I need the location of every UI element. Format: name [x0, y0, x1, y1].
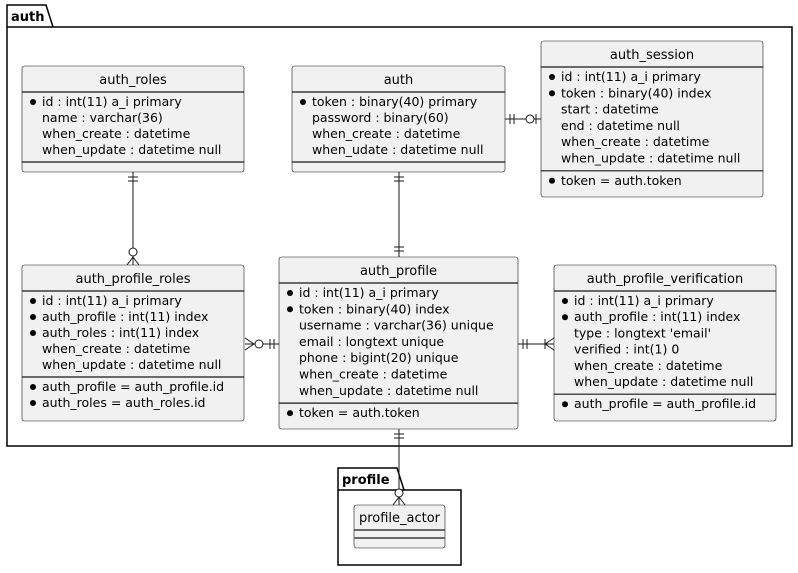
- entity-attribute: id : int(11) a_i primary: [574, 293, 714, 308]
- entity-attribute-key-bullet: [30, 298, 36, 304]
- entity-attribute: when_create : datetime: [312, 126, 461, 141]
- entity-box: [278, 256, 519, 430]
- entity-attribute-key-bullet: [30, 330, 36, 336]
- entity-attribute: id : int(11) a_i primary: [42, 293, 182, 308]
- entity-title-auth: auth: [384, 73, 414, 88]
- entity-attribute: when_create : datetime: [574, 358, 723, 373]
- entity-box: [353, 504, 446, 549]
- entity-box: [540, 40, 764, 198]
- entity-title-auth-profile: auth_profile: [360, 264, 437, 279]
- entity-attribute: when_update : datetime null: [561, 151, 740, 166]
- entity-constraint-key-bullet: [562, 401, 568, 408]
- entity-attribute-key-bullet: [300, 99, 306, 105]
- entity-attribute-key-bullet: [30, 99, 36, 105]
- entity-attribute: id : int(11) a_i primary: [561, 69, 701, 84]
- entity-attribute-key-bullet: [287, 290, 293, 296]
- entity-title-auth-roles: auth_roles: [99, 73, 167, 88]
- entity-attribute: auth_profile : int(11) index: [42, 309, 208, 324]
- entity-constraint: auth_profile = auth_profile.id: [574, 396, 756, 411]
- entity-profile-actor: profile_actor: [353, 504, 446, 549]
- entity-box: [21, 264, 245, 422]
- entity-attribute-key-bullet: [549, 90, 555, 97]
- entity-title-auth-profile-verification: auth_profile_verification: [587, 272, 743, 287]
- edge-auth-roles-to-auth-profile-roles: [126, 172, 140, 266]
- edge-auth-to-auth-session: [505, 114, 541, 124]
- entity-attribute: end : datetime null: [561, 118, 680, 133]
- entity-attribute: token : binary(40) index: [561, 85, 711, 100]
- entity-attribute-key-bullet: [562, 298, 568, 304]
- entity-attribute: phone : bigint(20) unique: [299, 350, 459, 365]
- entity-attribute: id : int(11) a_i primary: [299, 285, 439, 300]
- entity-attribute-key-bullet: [549, 74, 555, 80]
- entity-constraint: token = auth.token: [561, 173, 682, 188]
- entity-constraint: auth_roles = auth_roles.id: [42, 395, 206, 410]
- entity-attribute: when_update : datetime null: [574, 374, 753, 389]
- entity-attribute: auth_profile : int(11) index: [574, 309, 740, 324]
- entity-title-auth-profile-roles: auth_profile_roles: [75, 272, 190, 287]
- entity-constraint: auth_profile = auth_profile.id: [42, 379, 224, 394]
- edge-auth-profile-to-profile-actor: [392, 429, 406, 506]
- entity-constraint-key-bullet: [30, 384, 36, 390]
- relationship-edges: [126, 114, 555, 506]
- entity-constraint-key-bullet: [30, 400, 36, 406]
- entity-constraint: token = auth.token: [299, 405, 420, 420]
- entity-attribute: name : varchar(36): [42, 110, 163, 125]
- entity-attribute: email : longtext unique: [299, 334, 444, 349]
- entity-attribute: when_update : datetime null: [42, 357, 221, 372]
- entity-attribute: token : binary(40) index: [299, 301, 449, 316]
- entity-attribute: start : datetime: [561, 102, 659, 117]
- entity-attribute: when_update : datetime null: [299, 383, 478, 398]
- entity-attribute: id : int(11) a_i primary: [42, 94, 182, 109]
- entity-attribute: token : binary(40) primary: [312, 94, 478, 109]
- entity-title-profile-actor: profile_actor: [359, 511, 441, 526]
- entity-attribute: type : longtext 'email': [574, 325, 711, 340]
- edge-auth-to-auth-profile: [394, 172, 404, 257]
- entity-attribute: when_create : datetime: [42, 341, 191, 356]
- entity-title-auth-session: auth_session: [610, 48, 694, 63]
- package-auth-label: auth: [11, 10, 45, 25]
- entity-attribute: password : binary(60): [312, 110, 449, 125]
- entity-attribute-key-bullet: [287, 306, 293, 313]
- entity-attribute-key-bullet: [562, 314, 568, 321]
- entity-attribute: username : varchar(36) unique: [299, 318, 494, 333]
- edge-auth-profile-to-auth-profile-roles: [244, 337, 279, 351]
- package-profile-label: profile: [342, 473, 390, 488]
- entity-box: [553, 264, 777, 422]
- edge-auth-profile-to-auth-profile-verification: [518, 337, 555, 351]
- entity-attribute: verified : int(1) 0: [574, 342, 679, 357]
- entity-attribute-key-bullet: [30, 314, 36, 320]
- entity-attribute: when_create : datetime: [299, 367, 448, 382]
- entity-attribute: when_udate : datetime null: [312, 142, 483, 157]
- entity-constraint-key-bullet: [549, 177, 555, 184]
- entity-attribute: when_create : datetime: [561, 134, 710, 149]
- entity-attribute: auth_roles : int(11) index: [42, 325, 199, 340]
- entity-constraint-key-bullet: [287, 410, 293, 417]
- entity-attribute: when_update : datetime null: [42, 142, 221, 157]
- entity-attribute: when_create : datetime: [42, 126, 191, 141]
